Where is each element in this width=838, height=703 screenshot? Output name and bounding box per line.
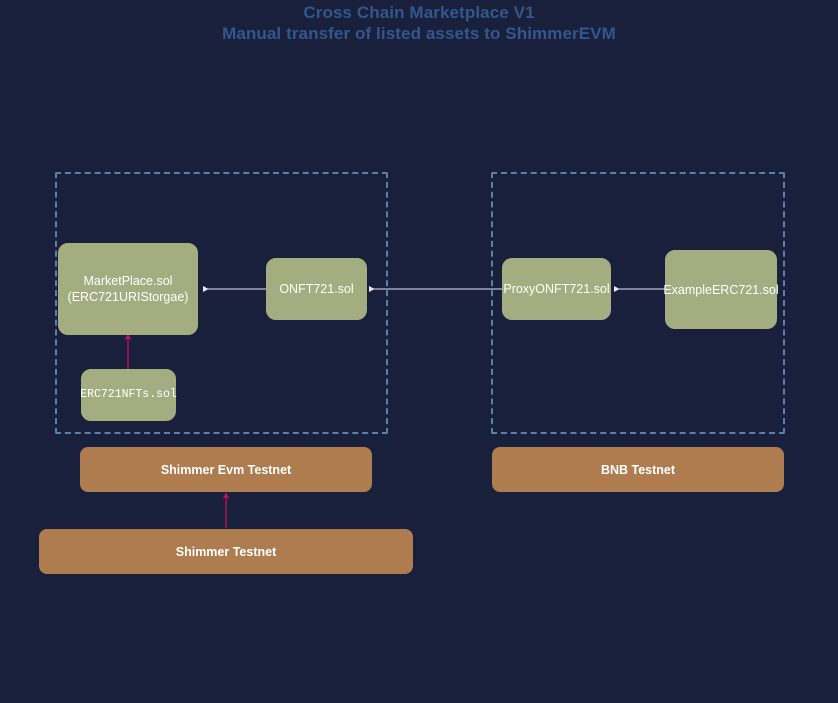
node-erc721nfts[interactable]: ERC721NFTs.sol [80,369,177,421]
zone-shimmer-evm [55,172,388,434]
node-onft721[interactable]: ONFT721.sol [266,258,367,320]
title-line-1: Cross Chain Marketplace V1 [303,3,535,22]
node-onft721-label: ONFT721.sol [279,282,354,296]
node-proxyonft721-label: ProxyONFT721.sol [503,282,610,296]
node-exampleerc721[interactable]: ExampleERC721.sol [663,250,779,329]
chain-bnb-testnet-label: BNB Testnet [600,462,676,477]
chain-bnb-testnet[interactable]: BNB Testnet [492,447,784,492]
node-marketplace-label: MarketPlace.sol (ERC721URIStorgae) [67,274,189,304]
node-marketplace[interactable]: MarketPlace.sol (ERC721URIStorgae) [58,243,198,335]
chain-shimmer-evm-testnet[interactable]: Shimmer Evm Testnet [80,447,372,492]
page-title: Cross Chain Marketplace V1 Manual transf… [0,0,838,44]
chain-shimmer-testnet-label: Shimmer Testnet [175,544,277,559]
chain-shimmer-evm-testnet-label: Shimmer Evm Testnet [160,462,292,477]
node-exampleerc721-label: ExampleERC721.sol [663,282,779,297]
node-erc721nfts-label: ERC721NFTs.sol [80,388,177,401]
chain-shimmer-testnet[interactable]: Shimmer Testnet [39,529,413,574]
title-line-2: Manual transfer of listed assets to Shim… [222,24,616,43]
node-proxyonft721[interactable]: ProxyONFT721.sol [502,258,611,320]
zone-bnb [491,172,785,434]
